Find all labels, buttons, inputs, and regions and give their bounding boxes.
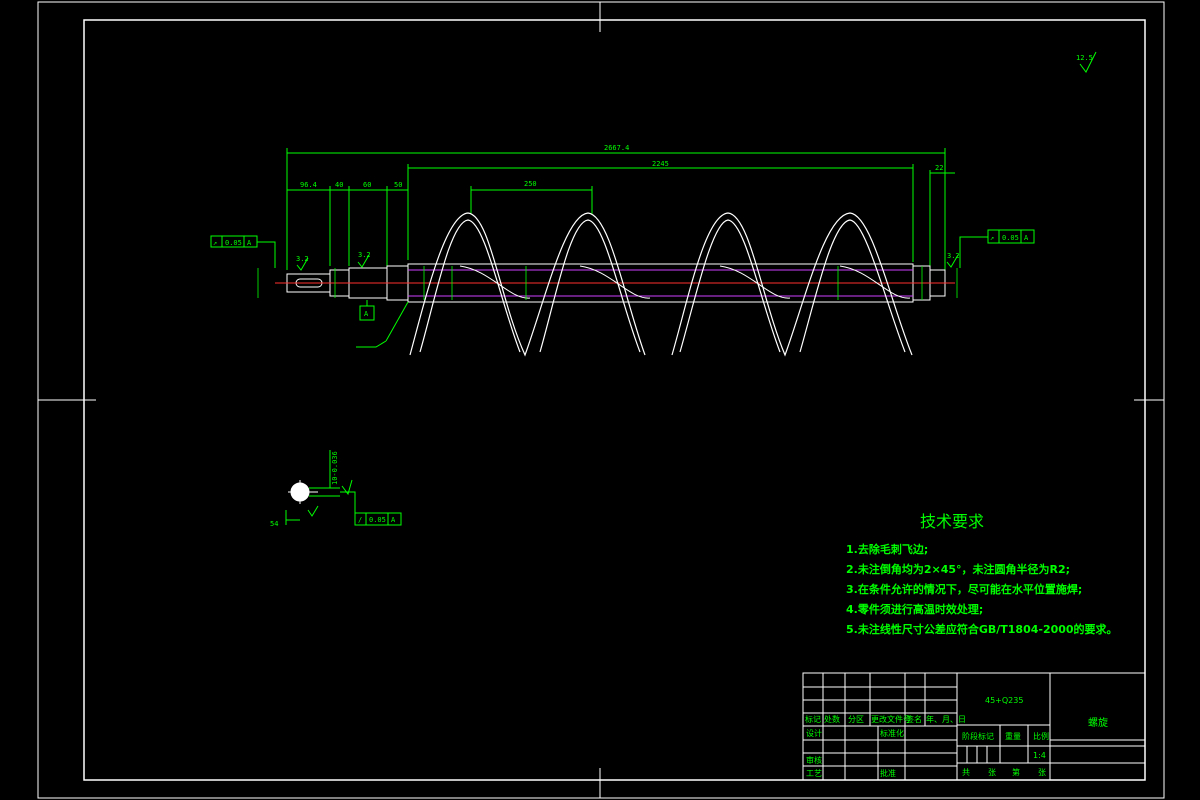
svg-text:分区: 分区 bbox=[848, 715, 864, 724]
dim-right-end: 22 bbox=[935, 164, 943, 172]
svg-text:0.05: 0.05 bbox=[1002, 234, 1019, 242]
svg-text:工艺: 工艺 bbox=[806, 769, 822, 778]
dim-seg-1: 96.4 bbox=[300, 181, 317, 189]
svg-text:第: 第 bbox=[1012, 767, 1020, 777]
tech-req-item: 1.去除毛刺飞边; bbox=[846, 542, 928, 556]
svg-text:阶段标记: 阶段标记 bbox=[962, 731, 994, 741]
dim-overall-length: 2667.4 bbox=[604, 144, 629, 152]
svg-text:批准: 批准 bbox=[880, 768, 896, 778]
svg-text:↗: ↗ bbox=[990, 234, 994, 242]
svg-text:设计: 设计 bbox=[806, 728, 822, 738]
dim-seg-3: 60 bbox=[363, 181, 371, 189]
svg-text:A: A bbox=[364, 310, 369, 318]
section-view: 10-0.036 54 / 0.05 A bbox=[270, 450, 402, 528]
tech-req-title: 技术要求 bbox=[920, 512, 984, 531]
roughness-symbol: 12.5 bbox=[1076, 51, 1097, 73]
dim-seg-2: 40 bbox=[335, 181, 343, 189]
section-keyway: 10-0.036 bbox=[331, 451, 339, 485]
dim-seg-4: 50 bbox=[394, 181, 402, 189]
centering-marks bbox=[38, 2, 1164, 798]
svg-text:张: 张 bbox=[988, 768, 996, 777]
title-block bbox=[802, 672, 1146, 781]
dimension-lines bbox=[286, 148, 955, 270]
svg-text:标记: 标记 bbox=[805, 714, 821, 724]
svg-text:审核: 审核 bbox=[806, 755, 822, 765]
tech-req-item: 4.零件须进行高温时效处理; bbox=[846, 602, 983, 616]
svg-text:3.2: 3.2 bbox=[947, 252, 960, 260]
tech-req-item: 5.未注线性尺寸公差应符合GB/T1804-2000的要求。 bbox=[846, 622, 1118, 636]
tech-req-item: 3.在条件允许的情况下，尽可能在水平位置施焊; bbox=[846, 582, 1082, 596]
part-name: 螺旋 bbox=[1088, 716, 1108, 729]
svg-text:3.2: 3.2 bbox=[296, 255, 309, 263]
svg-text:年、月、日: 年、月、日 bbox=[926, 714, 966, 724]
sheet-border bbox=[37, 1, 1165, 799]
svg-text:12.5: 12.5 bbox=[1076, 54, 1093, 62]
svg-text:1:4: 1:4 bbox=[1033, 751, 1046, 760]
svg-text:共: 共 bbox=[962, 768, 970, 777]
svg-text:处数: 处数 bbox=[824, 714, 840, 724]
svg-text:A: A bbox=[1024, 234, 1029, 242]
surface-marks: 3.2 3.2 3.2 bbox=[296, 251, 960, 348]
svg-text:签名: 签名 bbox=[906, 714, 922, 724]
svg-text:比例: 比例 bbox=[1033, 731, 1049, 741]
flight-crossings bbox=[459, 265, 911, 299]
material: 45+Q235 bbox=[985, 696, 1023, 705]
svg-text:/: / bbox=[358, 516, 362, 524]
svg-text:张: 张 bbox=[1038, 768, 1046, 777]
technical-requirements: 技术要求 1.去除毛刺飞边; 2.未注倒角均为2×45°，未注圆角半径为R2; … bbox=[846, 512, 1118, 636]
screw-flights bbox=[409, 212, 913, 357]
dim-screw-length: 2245 bbox=[652, 160, 669, 168]
svg-text:更改文件号: 更改文件号 bbox=[871, 714, 911, 724]
section-depth: 54 bbox=[270, 520, 278, 528]
svg-text:A: A bbox=[247, 239, 252, 247]
datum-a: A bbox=[359, 300, 375, 321]
title-block-text: 45+Q235 螺旋 标记 处数 分区 更改文件号 签名 年、月、日 设计 标准… bbox=[805, 696, 1108, 778]
svg-text:3.2: 3.2 bbox=[358, 251, 371, 259]
tolerance-frame-left: ↗ 0.05 A bbox=[210, 235, 276, 268]
svg-text:标准化: 标准化 bbox=[880, 728, 904, 738]
drawing-frame bbox=[83, 19, 1146, 781]
svg-text:↗: ↗ bbox=[213, 239, 217, 247]
tolerance-frame-right: ↗ 0.05 A bbox=[959, 229, 1035, 268]
svg-text:A: A bbox=[391, 516, 396, 524]
svg-text:0.05: 0.05 bbox=[369, 516, 386, 524]
tech-req-item: 2.未注倒角均为2×45°，未注圆角半径为R2; bbox=[846, 562, 1070, 576]
diameter-labels bbox=[257, 266, 958, 300]
svg-text:重量: 重量 bbox=[1005, 731, 1021, 741]
svg-text:0.05: 0.05 bbox=[225, 239, 242, 247]
dim-pitch: 250 bbox=[524, 180, 537, 188]
